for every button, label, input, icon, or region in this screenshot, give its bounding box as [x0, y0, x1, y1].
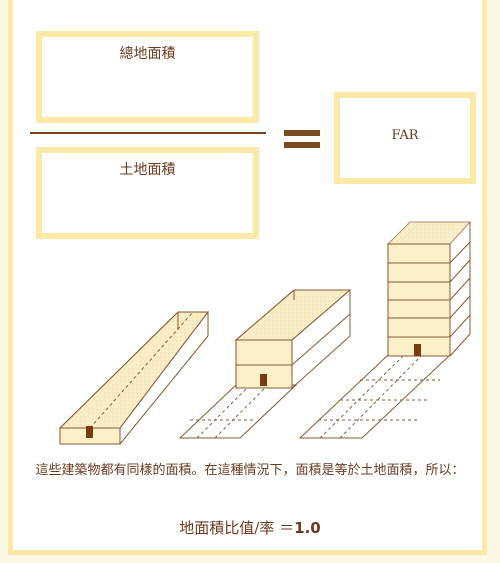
far-box: FAR [334, 92, 476, 184]
building-one-storey [58, 311, 210, 445]
formula-value: 1.0 [294, 519, 321, 537]
fraction-bar [30, 132, 266, 134]
formula-label: 地面積比值/率 [179, 519, 275, 537]
building-six-storey [298, 221, 472, 439]
building-two-storey [178, 289, 352, 439]
door-icon [414, 344, 421, 356]
door-icon [86, 426, 93, 438]
total-floor-area-label: 總地面積 [119, 46, 176, 62]
explanation-caption: 這些建築物都有同樣的面積。在這種情況下，面積是等於土地面積，所以： [35, 463, 465, 478]
land-area-label: 土地面積 [119, 162, 176, 178]
land-area-box: 土地面積 [36, 147, 259, 239]
equals-sign [284, 128, 320, 150]
far-formula: 地面積比值/率 ＝1.0 [20, 517, 480, 538]
door-icon [260, 374, 267, 386]
total-floor-area-box: 總地面積 [36, 31, 259, 123]
formula-equals: ＝ [279, 519, 295, 537]
far-label: FAR [391, 128, 419, 143]
